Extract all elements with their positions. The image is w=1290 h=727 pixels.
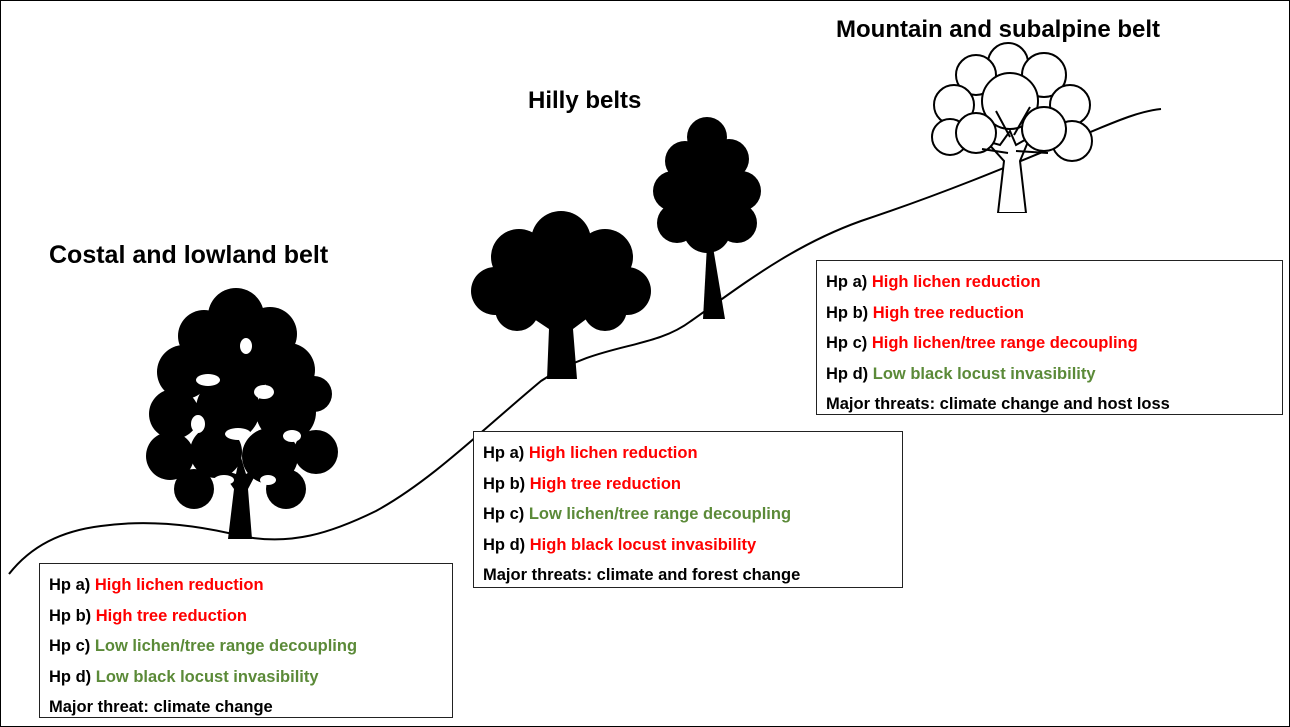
hypothesis-text: High lichen/tree range decoupling [871,334,1138,352]
mountain-belt-title: Mountain and subalpine belt [836,16,1160,43]
hypothesis-label: Hp a) [483,444,525,462]
hypothesis-line: Hp b) High tree reduction [826,298,1274,329]
hypothesis-text: High tree reduction [529,474,682,493]
hypothesis-text: High tree reduction [872,303,1025,322]
hypothesis-label: Hp b) [826,303,869,322]
hypothesis-label: Hp b) [49,606,92,625]
hypothesis-label: Hp c) [483,505,525,523]
hypothesis-line: Hp a) High lichen reduction [483,438,894,469]
hilly-tall-tree-icon [653,117,761,319]
hypothesis-line: Hp b) High tree reduction [49,601,444,632]
hypothesis-label: Hp d) [826,364,869,383]
major-threat-text: Major threat: climate change [49,698,273,716]
hypothesis-line: Hp c) High lichen/tree range decoupling [826,328,1274,359]
coastal-belt-title: Costal and lowland belt [49,241,329,269]
hypothesis-text: High lichen reduction [528,444,698,462]
hypothesis-text: Low black locust invasibility [872,364,1096,383]
hilly-belt-title: Hilly belts [528,87,642,114]
hypothesis-label: Hp c) [49,637,91,655]
hypothesis-text: Low lichen/tree range decoupling [528,505,792,523]
hypothesis-line: Hp d) Low black locust invasibility [49,662,444,693]
hypothesis-line: Hp b) High tree reduction [483,469,894,500]
major-threat-text: Major threats: climate change and host l… [826,395,1170,413]
hypothesis-text: High lichen reduction [94,576,264,594]
hypothesis-line: Hp d) Low black locust invasibility [826,359,1274,390]
hilly-round-tree-icon [471,211,651,379]
hypothesis-label: Hp a) [49,576,91,594]
hypothesis-label: Hp d) [483,535,526,554]
major-threat-text: Major threats: climate and forest change [483,566,801,584]
hypothesis-line: Hp d) High black locust invasibility [483,530,894,561]
hypothesis-line: Hp c) Low lichen/tree range decoupling [49,631,444,662]
coastal-hypotheses-box: Hp a) High lichen reduction Hp b) High t… [39,563,453,718]
hypothesis-line: Hp c) Low lichen/tree range decoupling [483,499,894,530]
mountain-outline-tree-icon [931,42,1093,213]
hypothesis-label: Hp a) [826,273,868,291]
mountain-hypotheses-box: Hp a) High lichen reduction Hp b) High t… [816,260,1283,415]
hypothesis-label: Hp c) [826,334,868,352]
hypothesis-text: Low lichen/tree range decoupling [94,637,358,655]
hypothesis-text: High lichen reduction [871,273,1041,291]
hypothesis-line: Hp a) High lichen reduction [49,570,444,601]
hypothesis-label: Hp b) [483,474,526,493]
hypothesis-text: Low black locust invasibility [95,667,319,686]
hypothesis-label: Hp d) [49,667,92,686]
hilly-hypotheses-box: Hp a) High lichen reduction Hp b) High t… [473,431,903,588]
hypothesis-text: High tree reduction [95,606,248,625]
hypothesis-text: High black locust invasibility [529,535,757,554]
hypothesis-line: Hp a) High lichen reduction [826,267,1274,298]
coastal-tree-icon [146,288,338,539]
